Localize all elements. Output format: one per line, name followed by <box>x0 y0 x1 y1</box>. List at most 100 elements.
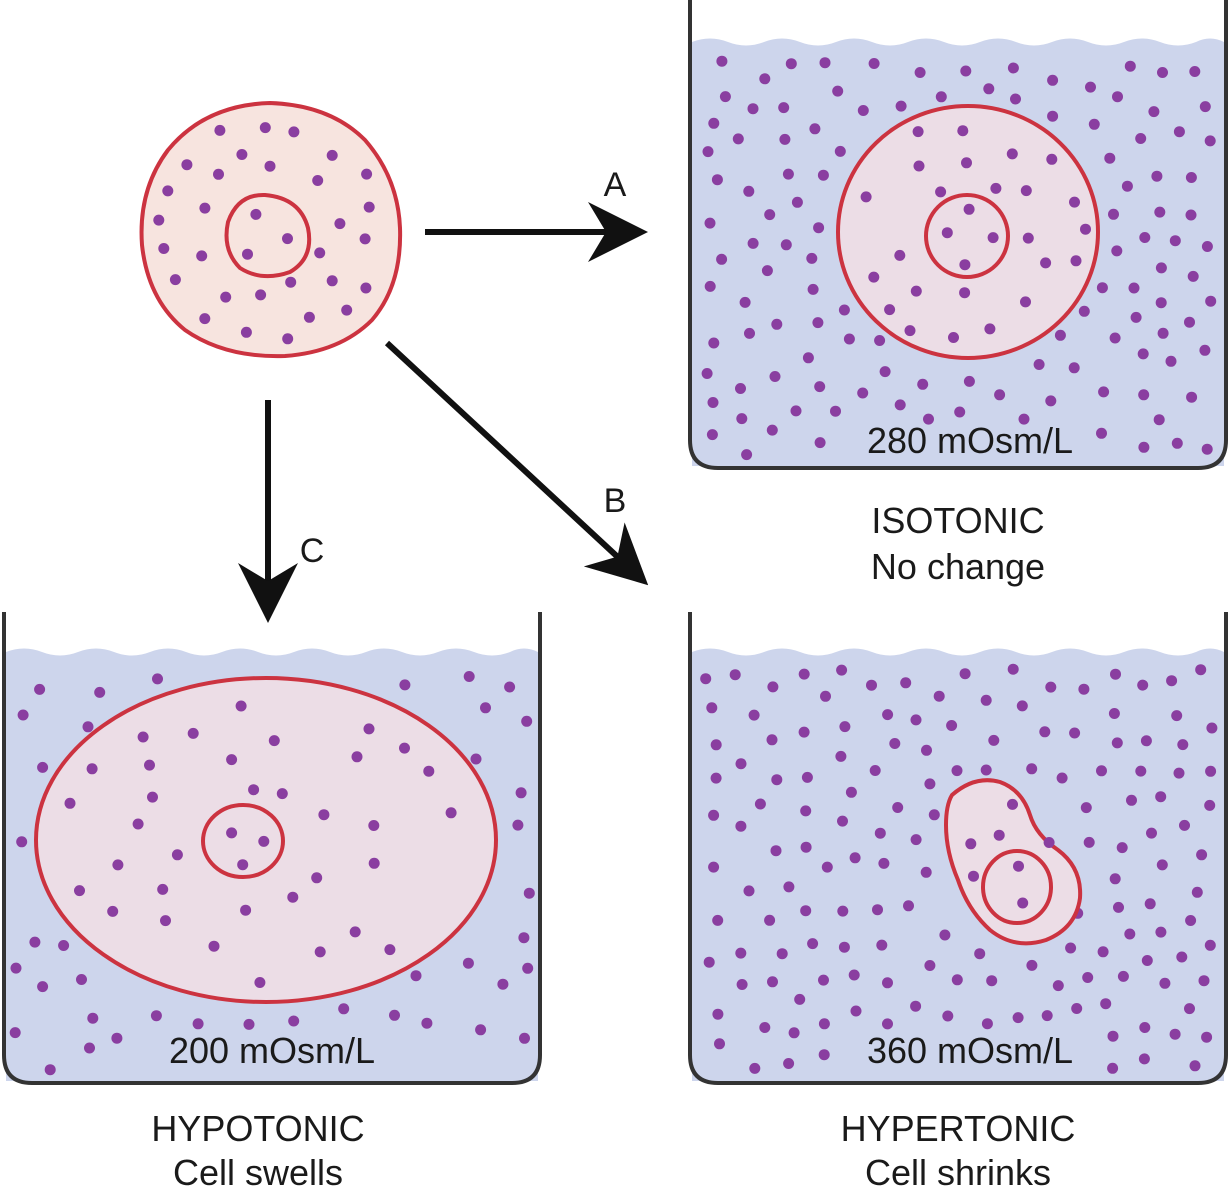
solute-particle <box>1041 1010 1053 1022</box>
solute-particle <box>759 1022 771 1033</box>
solute-particle <box>1201 241 1213 252</box>
solute-particle <box>359 233 371 245</box>
solute-particle <box>1201 443 1213 455</box>
solute-particle <box>192 1018 204 1030</box>
solute-particle <box>1085 81 1096 93</box>
solute-particle <box>1026 959 1038 971</box>
solute-particle <box>1065 942 1077 954</box>
solute-particle <box>983 83 995 95</box>
solute-particle <box>1126 794 1137 806</box>
solute-particle <box>704 217 716 229</box>
solute-particle <box>150 1010 162 1022</box>
solute-particle <box>1138 441 1150 453</box>
solute-particle <box>903 900 914 912</box>
solute-particle <box>876 939 888 951</box>
solute-particle <box>1006 148 1018 160</box>
solute-particle <box>213 168 224 180</box>
solute-particle <box>766 424 778 436</box>
isotonic-title: ISOTONIC <box>871 500 1045 541</box>
solute-particle <box>703 956 715 968</box>
solute-particle <box>729 669 741 681</box>
solute-particle <box>368 820 380 831</box>
solute-particle <box>716 253 728 265</box>
solute-particle <box>782 168 794 180</box>
solute-particle <box>1205 765 1217 777</box>
isotonic-concentration: 280 mOsm/L <box>866 420 1074 461</box>
solute-particle <box>1116 842 1128 854</box>
solute-particle <box>817 169 829 181</box>
initial-cell <box>139 100 403 359</box>
solute-particle <box>1018 413 1030 425</box>
solute-particle <box>798 726 810 738</box>
solute-particle <box>986 975 998 987</box>
solute-particle <box>872 904 883 916</box>
solute-particle <box>226 754 238 766</box>
solute-particle <box>869 765 881 776</box>
solute-particle <box>463 671 475 682</box>
solute-particle <box>957 125 969 137</box>
solute-particle <box>1054 329 1066 341</box>
arrow-b-label: B <box>603 482 627 520</box>
solute-particle <box>87 1012 99 1024</box>
solute-particle <box>58 940 70 951</box>
isotonic-nucleus <box>924 193 1010 279</box>
initial-cell-membrane <box>139 100 403 359</box>
solute-particle <box>935 91 947 103</box>
solute-particle <box>960 65 972 77</box>
solute-particle <box>735 758 747 770</box>
solute-particle <box>1199 344 1211 356</box>
solute-particle <box>243 1018 255 1030</box>
solute-particle <box>248 784 260 796</box>
solute-particle <box>712 914 724 926</box>
solute-particle <box>882 977 893 989</box>
solute-particle <box>287 891 299 903</box>
solute-particle <box>1195 664 1207 676</box>
solute-particle <box>254 977 266 988</box>
solute-particle <box>959 287 971 299</box>
solute-particle <box>312 175 324 186</box>
solute-particle <box>1020 296 1031 308</box>
solute-particle <box>1199 101 1211 113</box>
solute-particle <box>994 389 1006 401</box>
solute-particle <box>1096 765 1107 777</box>
solute-particle <box>1046 153 1058 165</box>
solute-particle <box>112 859 124 871</box>
solute-particle <box>769 371 781 382</box>
solute-particle <box>759 73 771 85</box>
solute-particle <box>523 887 535 899</box>
solute-particle <box>240 326 252 338</box>
solute-particle <box>735 383 746 394</box>
solute-particle <box>152 673 163 685</box>
solute-particle <box>1204 939 1216 951</box>
solute-particle <box>954 406 966 418</box>
isotonic-effect: No change <box>870 546 1046 587</box>
solute-particle <box>76 974 87 985</box>
solute-particle <box>518 932 530 944</box>
solute-particle <box>445 807 457 819</box>
solute-particle <box>700 673 712 685</box>
solute-particle <box>874 335 886 346</box>
hypotonic-nucleus <box>201 803 285 879</box>
solute-particle <box>910 285 922 297</box>
solute-particle <box>923 413 934 425</box>
hypertonic-concentration: 360 mOsm/L <box>866 1030 1074 1071</box>
solute-particle <box>1155 262 1167 274</box>
solute-particle <box>735 947 747 959</box>
solute-particle <box>832 85 844 97</box>
solute-particle <box>1056 772 1068 784</box>
hypotonic-particles <box>9 671 535 1076</box>
solute-particle <box>1100 998 1112 1010</box>
solute-particle <box>790 405 802 417</box>
solute-particle <box>868 271 880 283</box>
solute-particle <box>363 723 375 735</box>
solute-particle <box>708 117 720 129</box>
solute-particle <box>1153 414 1165 426</box>
solute-particle <box>776 948 788 960</box>
hypertonic-beaker-outline <box>688 612 1228 1085</box>
solute-particle <box>812 317 824 329</box>
solute-particle <box>1007 663 1019 675</box>
solute-particle <box>748 709 760 721</box>
solute-particle <box>735 820 747 832</box>
solute-particle <box>1071 1003 1083 1014</box>
isotonic-particles <box>701 55 1217 461</box>
